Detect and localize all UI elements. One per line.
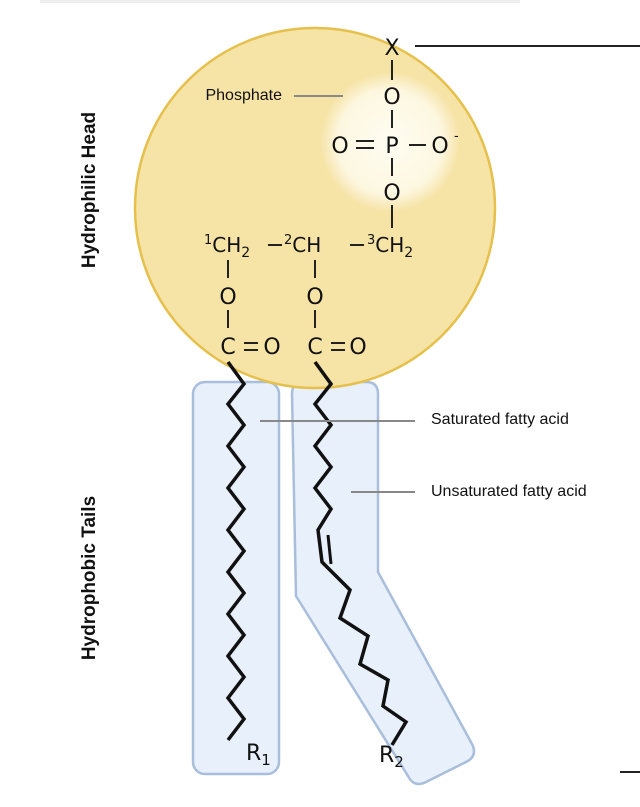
oxygen-lower: O [383,181,400,206]
glycerol-carbon-3: 3CH2 [367,233,413,261]
saturated-tail-box [191,380,281,776]
unsaturated-tail-box [290,380,476,786]
top-divider [40,0,520,3]
oxygen-upper: O [383,85,400,110]
ester-oxygen-right: O [306,285,323,310]
ester-oxygen-left: O [219,285,236,310]
carbonyl-oxygen-left: O [263,335,280,360]
carbonyl-carbon-left: C [220,335,235,360]
phosphorus: P [385,134,398,159]
saturated-chain [225,360,247,742]
glycerol-carbon-1: 1CH2 [204,233,250,261]
carbonyl-oxygen-right: O [349,335,366,360]
carbonyl-carbon-right: C [307,335,322,360]
x-group-text: X [384,36,399,61]
phosphate-label: Phosphate [205,87,282,104]
cis-double-bond [326,534,333,565]
r2-group: R2 [379,743,404,771]
oxygen-charged: O [431,134,448,159]
hydrophilic-head-circle [133,26,497,390]
unsaturated-label: Unsaturated fatty acid [431,483,587,500]
phosphate-glow [320,72,460,212]
hydrophobic-tails-label: Hydrophobic Tails [79,495,100,661]
negative-charge: - [454,129,459,144]
oxygen-double: O [331,134,348,159]
glycerol-carbon-2: 2CH [284,233,321,257]
hydrophilic-head-label: Hydrophilic Head [79,111,100,269]
saturated-label: Saturated fatty acid [431,411,569,428]
r1-group: R1 [246,741,271,769]
